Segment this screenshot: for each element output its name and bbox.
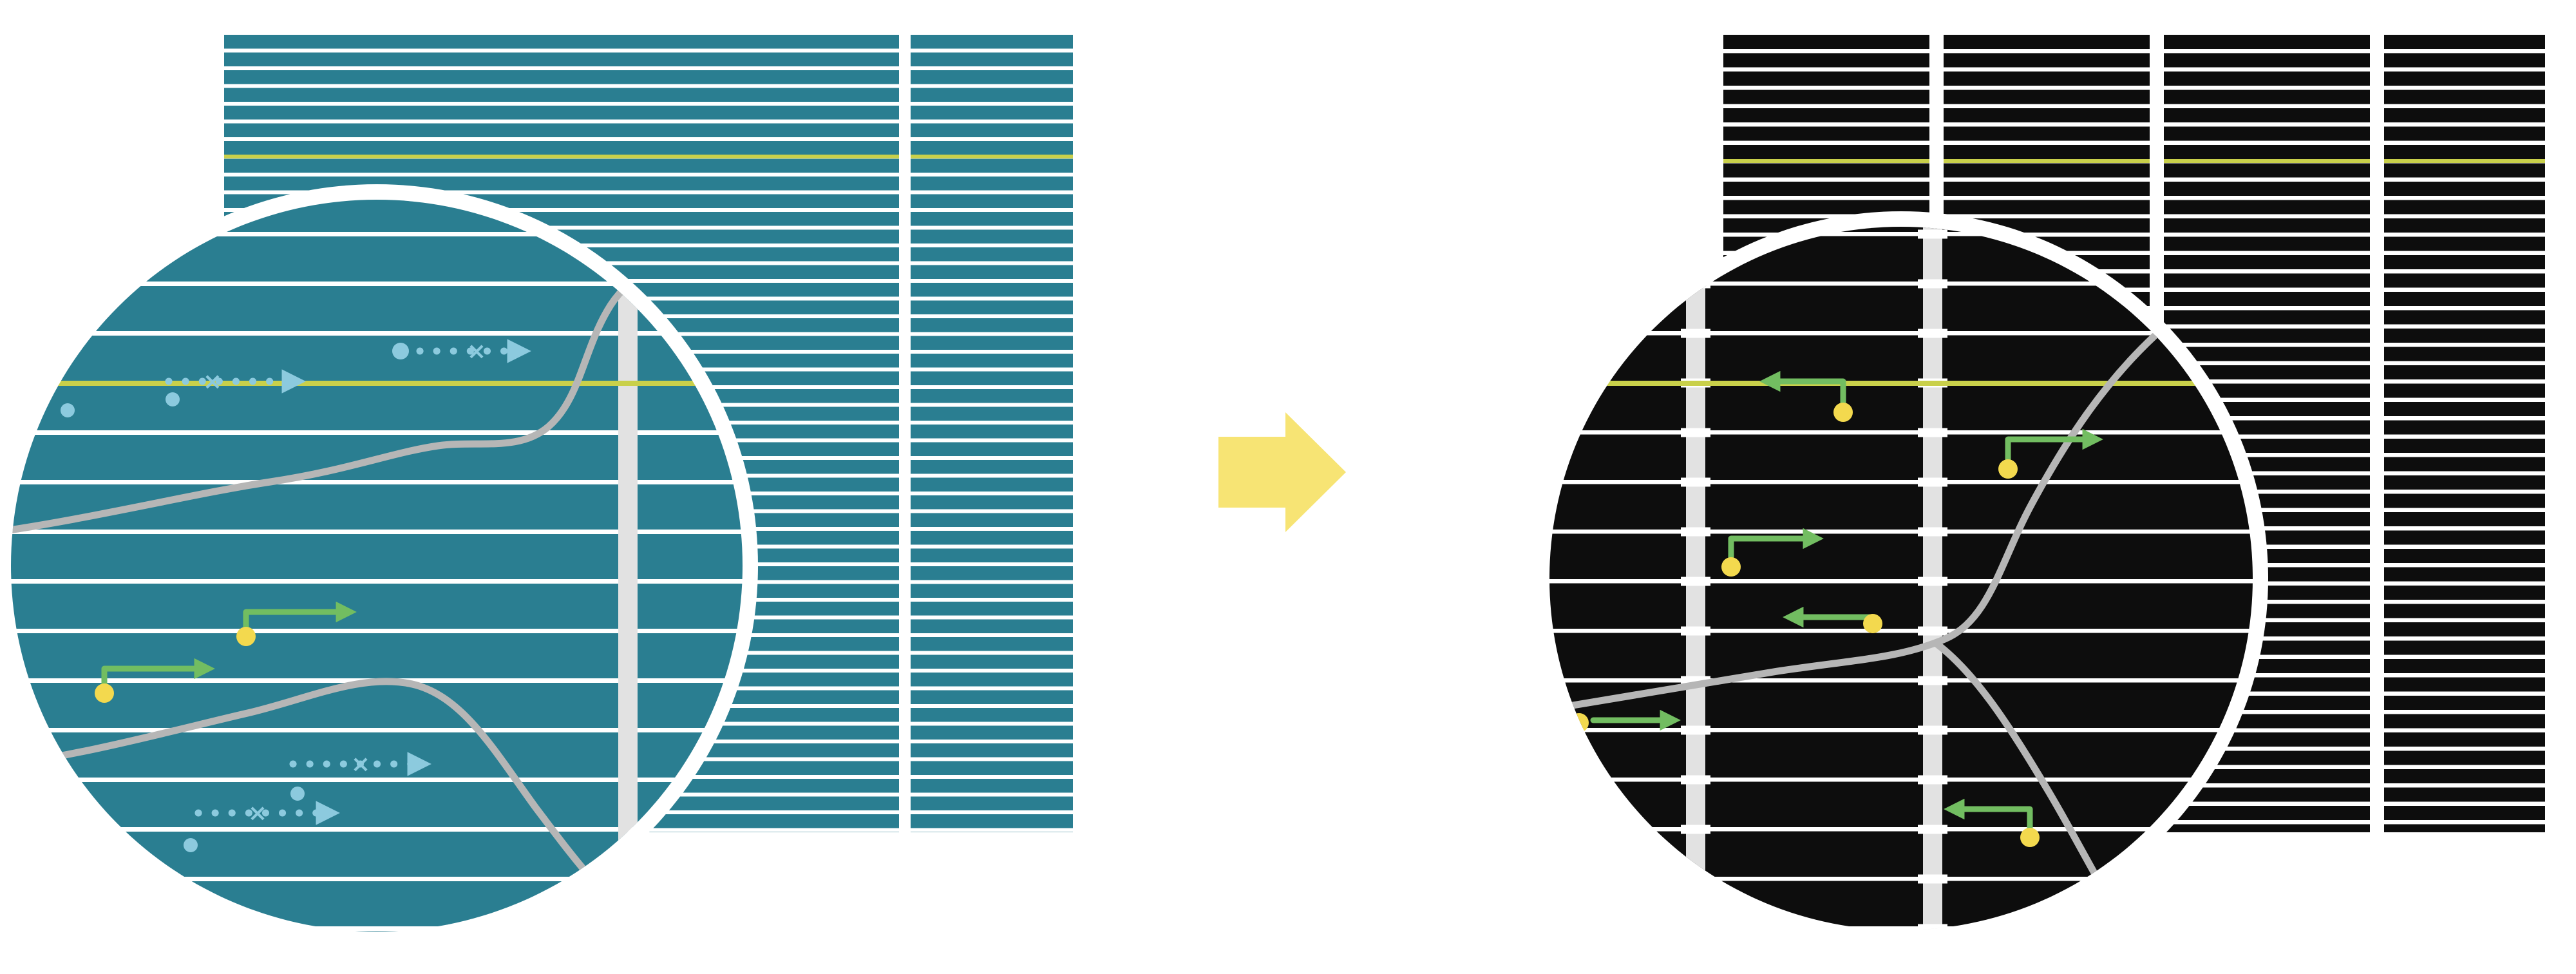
carrier-green-arrow — [1944, 798, 2033, 838]
carrier-green-arrow — [101, 658, 215, 694]
hole-dot — [2020, 828, 2040, 847]
collected-carrier-left-1 — [236, 601, 357, 646]
collected-carrier-right-6 — [1944, 798, 2040, 847]
hole-dot — [1721, 557, 1741, 577]
carrier-green-arrow — [243, 601, 357, 637]
hole-dot — [1863, 614, 1882, 633]
recombination-x-icon: × — [351, 751, 370, 778]
carrier-green-arrow — [2005, 428, 2103, 470]
magnified-highlight-finger-left — [11, 381, 743, 386]
electron-dot — [166, 392, 180, 406]
collected-carrier-right-4 — [1783, 606, 1882, 633]
left-magnifier: × × × × — [0, 184, 758, 947]
collected-carrier-right-1 — [1759, 370, 1853, 422]
busbar-ticks-2 — [1918, 227, 1947, 930]
magnified-highlight-finger-right — [1549, 381, 2253, 386]
electron-dot — [392, 343, 409, 359]
right-magnifier-content — [1549, 227, 2253, 930]
carrier-green-arrow — [1759, 370, 1846, 413]
right-highlighted-finger-4 — [2384, 159, 2545, 163]
electron-dot — [290, 787, 305, 801]
microcrack-branch-right — [1933, 640, 2117, 911]
electron-dot — [70, 922, 85, 931]
magnified-busbar-left-cell — [618, 200, 638, 931]
left-highlighted-finger-strip — [911, 155, 1073, 158]
recombination-x-icon: × — [203, 368, 222, 395]
collected-carrier-left-2 — [95, 658, 215, 703]
blocked-electron-path-on-finger: × — [61, 368, 306, 417]
right-solar-cell — [1534, 35, 2545, 946]
microcrack-upper-left — [11, 245, 719, 537]
recombination-x-icon: × — [248, 800, 267, 826]
electron-dot — [184, 838, 198, 852]
carrier-green-arrow — [1728, 528, 1824, 568]
electron-dot — [61, 403, 75, 417]
right-highlighted-finger-2 — [1944, 159, 2150, 163]
right-cell-segment-4 — [2384, 35, 2545, 832]
transition-arrow-icon — [1218, 412, 1346, 532]
recombination-x-icon: × — [467, 338, 486, 365]
left-solar-cell: × × × × — [0, 35, 1073, 947]
right-highlighted-finger-3 — [2164, 159, 2370, 163]
hole-dot — [236, 627, 256, 646]
left-cell-segment-strip — [911, 35, 1073, 832]
left-magnifier-content: × × × × — [11, 200, 743, 931]
right-magnifier — [1534, 211, 2268, 946]
blocked-electron-path-top: × — [392, 338, 531, 365]
busbar-ticks-1 — [1681, 227, 1710, 930]
right-magnifier-face — [1549, 227, 2253, 930]
collected-carrier-right-2 — [1998, 428, 2103, 479]
hole-dot — [1833, 403, 1853, 422]
collected-carrier-right-3 — [1721, 528, 1824, 577]
blocked-electron-path-lower: × — [289, 751, 431, 801]
right-highlighted-finger-1 — [1723, 159, 1929, 163]
microcrack-lower-left — [11, 678, 656, 931]
hole-dot — [95, 683, 114, 703]
left-highlighted-finger-main — [224, 155, 899, 158]
hole-dot — [1998, 459, 2018, 479]
